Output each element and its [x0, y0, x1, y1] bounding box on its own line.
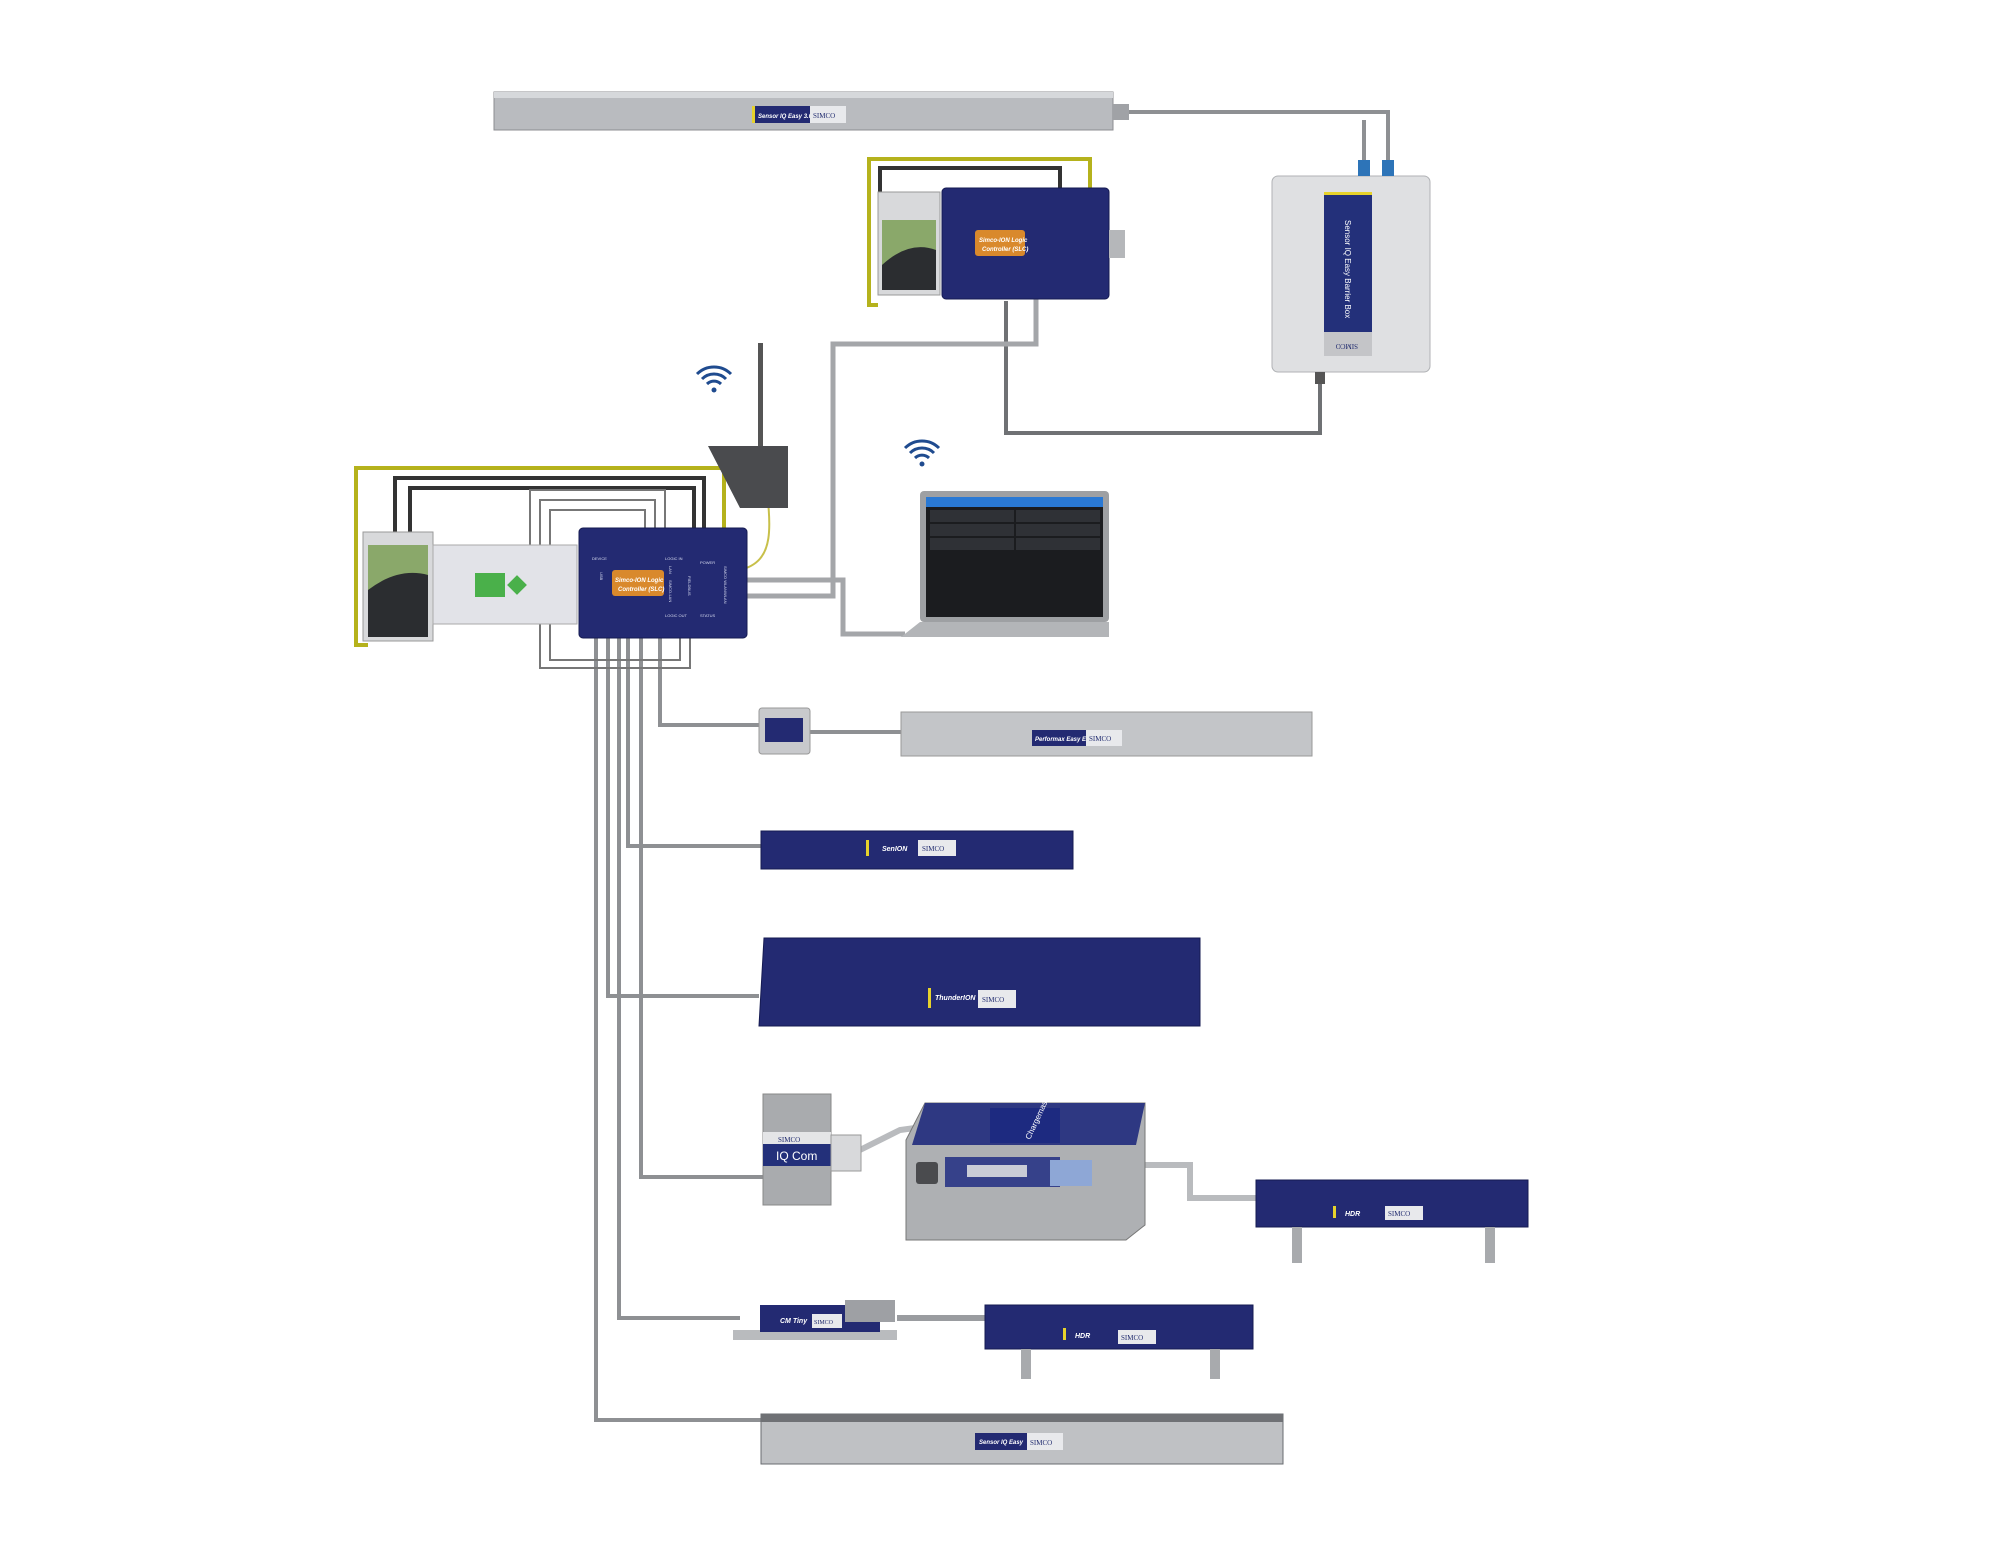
- simco-logo: SIMCO: [982, 996, 1004, 1004]
- cable-to-iq-com: [639, 638, 763, 1179]
- hdr-charging-bar-1[interactable]: HDR SIMCO: [1255, 1179, 1529, 1263]
- cable-to-senion: [626, 638, 761, 848]
- barrier-simco-logo: SIMCO: [1336, 342, 1358, 350]
- cable-chargemaster-to-hdr: [1145, 1162, 1256, 1201]
- port-label-device: DEVICE: [592, 556, 607, 561]
- bottom-bar-label: Sensor IQ Easy: [979, 1440, 1024, 1446]
- barrier-box[interactable]: Sensor IQ Easy Barrier Box SIMCO: [1271, 160, 1431, 384]
- port-label-simco-lan: SIMCO-LAN: [668, 580, 673, 602]
- thunderion[interactable]: ThunderION SIMCO: [758, 937, 1201, 1027]
- senion-label: SenION: [882, 846, 908, 853]
- top-bar-label: Sensor IQ Easy 3.0 Ex: [758, 114, 822, 120]
- port-label-wlan: WLAN: [723, 592, 728, 604]
- barrier-box-label: Sensor IQ Easy Barrier Box: [1343, 220, 1352, 318]
- cable-to-thunderion: [606, 638, 759, 998]
- cable-to-performax: [658, 638, 759, 727]
- performax-label: Performax Easy Ex: [1035, 737, 1090, 743]
- iq-com-label: IQ Com: [776, 1149, 817, 1163]
- cable-top-bar-to-barrier: [1113, 110, 1390, 168]
- simco-logo: SIMCO: [1121, 1334, 1143, 1342]
- port-label-power: POWER: [700, 560, 715, 565]
- performax-easy-ex[interactable]: Performax Easy Ex SIMCO: [758, 707, 1313, 757]
- cm-tiny[interactable]: CM Tiny SIMCO: [733, 1300, 897, 1340]
- main-slc-label-2: Controller (SLC): [618, 587, 664, 593]
- cable-to-cm-tiny: [617, 638, 740, 1320]
- laptop-status-tiles: [930, 510, 1100, 550]
- connector: [1382, 160, 1394, 176]
- cm-tiny-label: CM Tiny: [780, 1318, 808, 1325]
- wlan-antenna: [708, 343, 788, 508]
- hdr-charging-bar-2[interactable]: HDR SIMCO: [984, 1304, 1254, 1379]
- simco-logo: SIMCO: [813, 112, 835, 120]
- logic-wires-main: [529, 489, 691, 669]
- simco-logo: SIMCO: [1030, 1439, 1052, 1447]
- bottom-sensor-bar[interactable]: Sensor IQ Easy SIMCO: [760, 1413, 1284, 1465]
- cable-barrier-to-top-slc: [1004, 301, 1322, 435]
- cable-to-bottom-bar: [594, 638, 761, 1422]
- port-label-simco-wlan: SIMCO WLAN: [723, 566, 728, 592]
- thunderion-label: ThunderION: [935, 995, 976, 1002]
- top-slc-label-2: Controller (SLC): [982, 247, 1028, 253]
- cable-laptop: [720, 577, 905, 637]
- port-label-logic-in: LOGIC IN: [665, 556, 683, 561]
- top-slc-label: Simco-ION Logic: [979, 238, 1028, 244]
- port-label-status: STATUS: [700, 613, 716, 618]
- senion[interactable]: SenION SIMCO: [760, 830, 1074, 870]
- port-label-lan: LAN: [668, 566, 673, 574]
- main-controller-assembly[interactable]: Simco-ION Logic Controller (SLC) DEVICE …: [362, 527, 748, 642]
- simco-logo: SIMCO: [1089, 735, 1111, 743]
- cable-lan-top-slc: [720, 295, 1039, 599]
- port-label-usb: USB: [599, 572, 604, 581]
- top-controller-assembly[interactable]: Simco-ION Logic Controller (SLC): [877, 187, 1125, 300]
- cables: [354, 110, 1390, 1422]
- iq-com[interactable]: SIMCO IQ Com: [762, 1093, 862, 1206]
- cable-iqcom-to-chargemaster: [858, 1125, 916, 1153]
- port-label-logic-out: LOGIC OUT: [665, 613, 688, 618]
- hdr-1-label: HDR: [1345, 1211, 1360, 1218]
- chargemaster[interactable]: Chargemaster: [905, 1091, 1146, 1241]
- laptop[interactable]: [901, 491, 1109, 637]
- simco-logo: SIMCO: [778, 1136, 800, 1144]
- power-wires-main: [393, 166, 1062, 540]
- simco-logo: SIMCO: [922, 845, 944, 853]
- top-sensor-bar[interactable]: Sensor IQ Easy 3.0 Ex SIMCO: [493, 91, 1129, 131]
- port-label-fieldbus: FIELDBUS: [687, 576, 692, 596]
- hdr-2-label: HDR: [1075, 1333, 1090, 1340]
- main-slc-label: Simco-ION Logic: [615, 578, 664, 584]
- connector: [1358, 160, 1370, 176]
- wifi-icon: [903, 439, 941, 467]
- simco-logo: SIMCO: [1388, 1210, 1410, 1218]
- ground-wire-top: [867, 157, 1092, 307]
- wifi-icon: [695, 365, 733, 393]
- ground-wire-main: [354, 466, 726, 647]
- simco-logo: SIMCO: [814, 1320, 834, 1326]
